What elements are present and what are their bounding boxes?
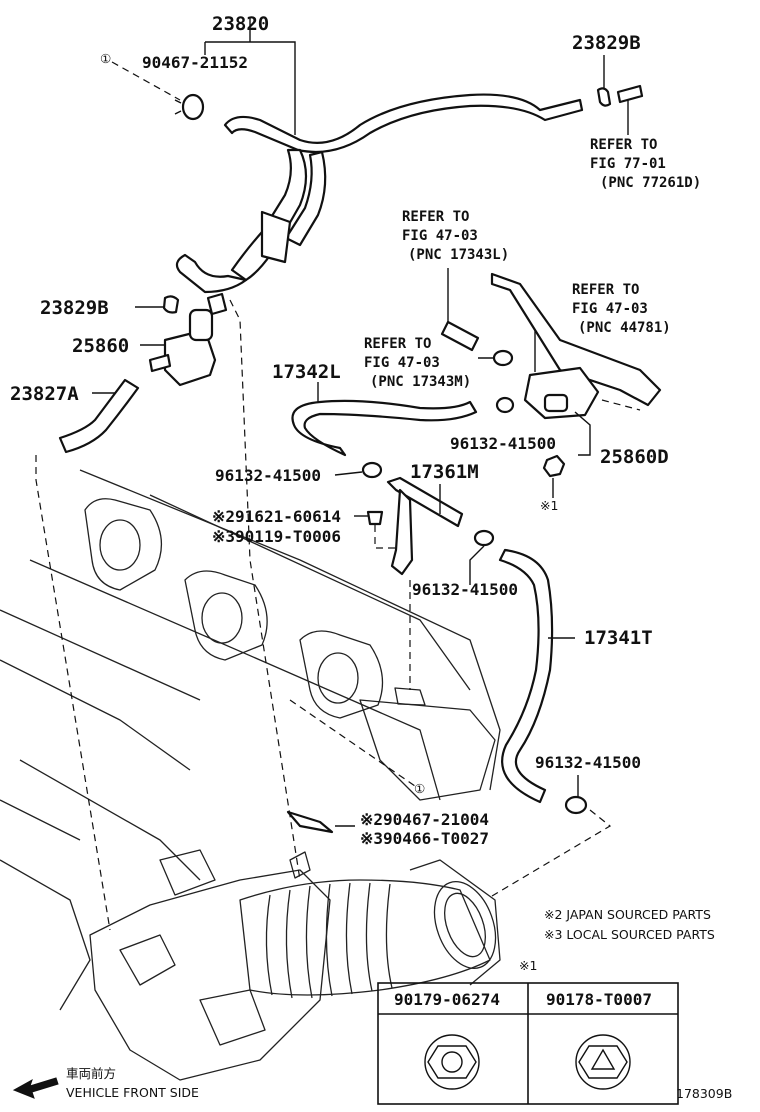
refer-17343m-line2: FIG 47-03 <box>364 355 440 371</box>
marker-circle-1-engine: ① <box>414 781 425 796</box>
label-96132-41500-d: 96132-41500 <box>535 753 641 772</box>
label-17342l: 17342L <box>272 361 341 383</box>
label-96132-41500-b: 96132-41500 <box>215 466 321 485</box>
refer-77-line2: FIG 77-01 <box>590 156 666 172</box>
refer-17343l-line1: REFER TO <box>402 209 469 225</box>
refer-17343l-line3: (PNC 17343L) <box>408 247 509 263</box>
source-legend: ※2 JAPAN SOURCED PARTS ※3 LOCAL SOURCED … <box>544 907 715 942</box>
refer-17343m-line3: (PNC 17343M) <box>370 374 471 390</box>
label-17361m: 17361M <box>410 461 479 483</box>
label-17341t: 17341T <box>584 627 653 649</box>
engine-outline <box>0 469 501 1081</box>
label-23820: 23820 <box>212 13 269 35</box>
label-90467-21152: 90467-21152 <box>142 53 248 72</box>
hex-nut-icon <box>424 1034 480 1090</box>
marker-star-1: ※1 <box>540 498 558 513</box>
label-bolt-japan: ※291621-60614 <box>212 507 341 526</box>
refer-77-line1: REFER TO <box>590 137 657 153</box>
table-marker-star-1: ※1 <box>519 958 537 973</box>
table-col1-part: 90179-06274 <box>394 990 500 1009</box>
legend-japan: ※2 JAPAN SOURCED PARTS <box>544 907 711 922</box>
label-bolt-local: ※390119-T0006 <box>212 527 341 546</box>
direction-jp: 車両前方 <box>66 1066 116 1081</box>
direction-en: VEHICLE FRONT SIDE <box>66 1085 199 1100</box>
marker-circle-1-top: ① <box>100 51 111 66</box>
tri-lock-nut-icon <box>575 1034 631 1090</box>
label-96132-41500-a: 96132-41500 <box>450 434 556 453</box>
refer-17343l-line2: FIG 47-03 <box>402 228 478 244</box>
refer-77-line3: (PNC 77261D) <box>600 175 701 191</box>
label-23829b-top: 23829B <box>572 32 641 54</box>
front-arrow-icon <box>12 1077 59 1099</box>
label-25860d: 25860D <box>600 446 669 468</box>
legend-local: ※3 LOCAL SOURCED PARTS <box>544 927 715 942</box>
refer-44781-line1: REFER TO <box>572 282 639 298</box>
label-clamp-local: ※390466-T0027 <box>360 829 489 848</box>
leader-lines <box>92 18 629 827</box>
table-col2-part: 90178-T0007 <box>546 990 652 1009</box>
vehicle-front-indicator: 車両前方 VEHICLE FRONT SIDE <box>12 1066 199 1100</box>
label-25860: 25860 <box>72 335 129 357</box>
label-23827a: 23827A <box>10 383 79 405</box>
refer-44781-line2: FIG 47-03 <box>572 301 648 317</box>
label-clamp-japan: ※290467-21004 <box>360 810 489 829</box>
callout-labels: 23820 90467-21152 23829B REFER TO FIG 77… <box>10 13 701 848</box>
nut-table: ※1 90179-06274 90178-T0007 <box>377 958 679 1105</box>
hose-parts <box>58 84 662 834</box>
refer-44781-line3: (PNC 44781) <box>578 320 671 336</box>
dashed-lines <box>35 61 641 931</box>
label-96132-41500-c: 96132-41500 <box>412 580 518 599</box>
refer-17343m-line1: REFER TO <box>364 336 431 352</box>
figure-id: 178309B <box>676 1086 732 1101</box>
label-23829b-left: 23829B <box>40 297 109 319</box>
